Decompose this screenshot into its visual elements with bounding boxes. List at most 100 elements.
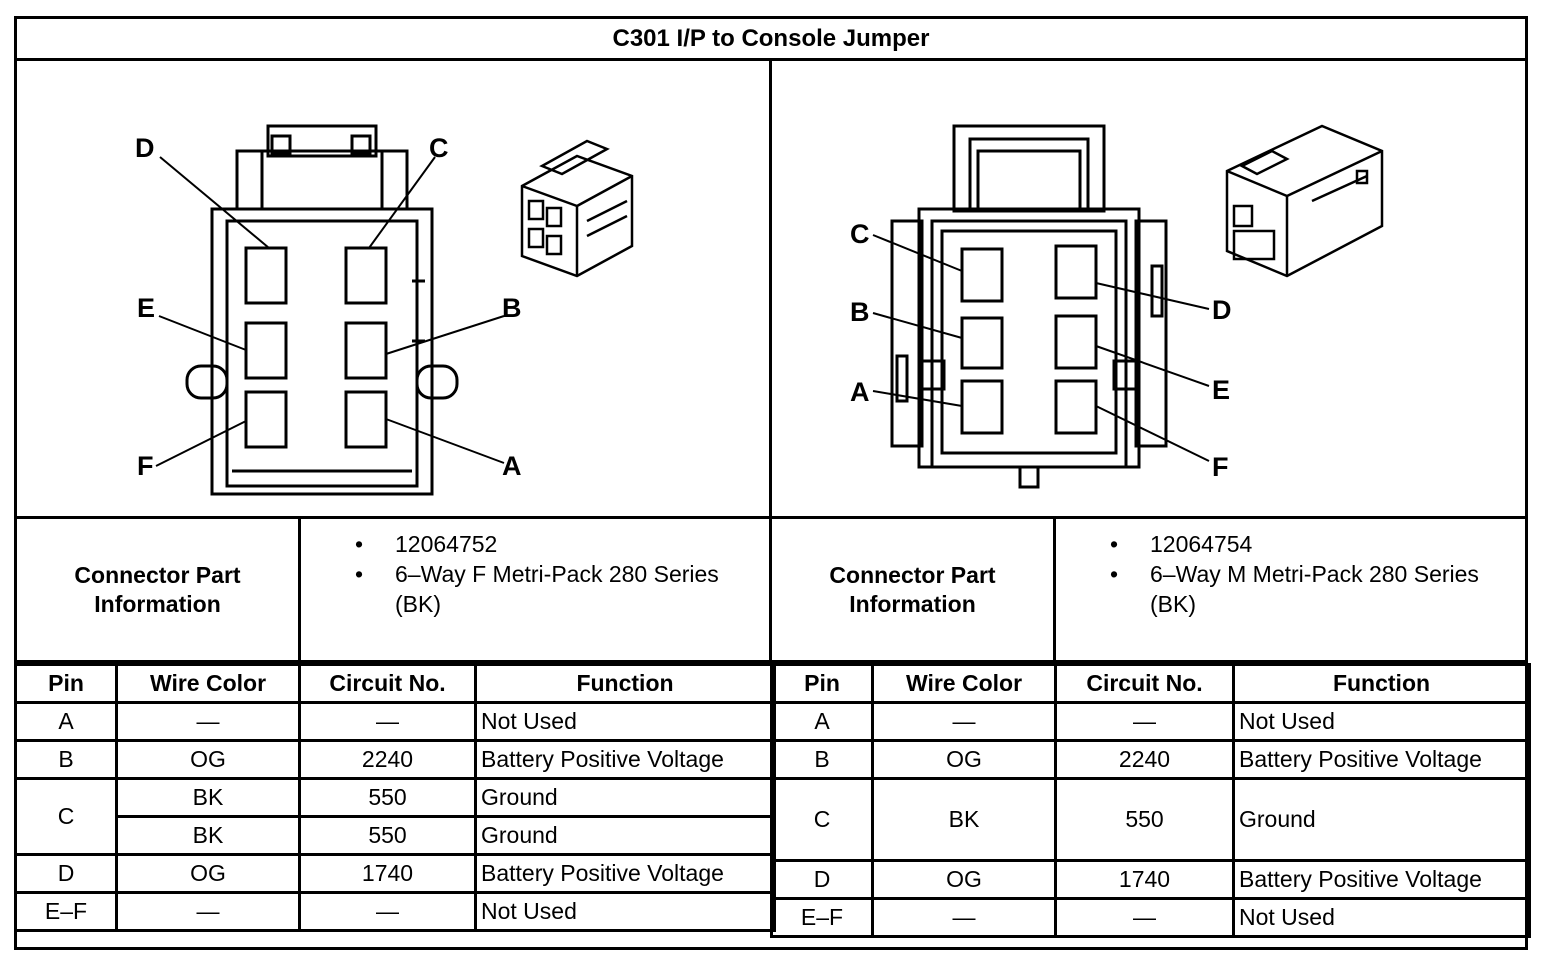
right-pin-label-b: B (850, 297, 870, 327)
right-connector-diagram: C B A D E F (850, 124, 1384, 489)
table-header-row: Pin Wire Color Circuit No. Function (14, 663, 776, 704)
function-cell: Battery Positive Voltage (1232, 739, 1531, 780)
pin-cell: E–F (770, 897, 874, 938)
table-row: D OG 1740 Battery Positive Voltage (14, 853, 776, 894)
table-row: B OG 2240 Battery Positive Voltage (14, 739, 776, 780)
table-row: A — — Not Used (14, 701, 776, 742)
list-item: • 12064754 (1056, 529, 1525, 559)
circuit-cell: 550 (298, 777, 477, 818)
list-item: • 12064752 (301, 529, 769, 559)
circuit-cell: 2240 (298, 739, 477, 780)
right-pin-label-a: A (850, 377, 870, 407)
right-pin-label-e: E (1212, 375, 1230, 405)
bullet: • (1110, 561, 1119, 587)
left-pin-label-b: B (502, 293, 522, 323)
col-header-pin: Pin (14, 663, 118, 704)
circuit-cell: — (1054, 701, 1235, 742)
wire-color-cell: OG (115, 853, 301, 894)
wire-color-cell: — (115, 701, 301, 742)
col-header-wire-color: Wire Color (115, 663, 301, 704)
circuit-cell: — (298, 891, 477, 932)
circuit-cell: 550 (1054, 777, 1235, 862)
bullet: • (355, 531, 364, 557)
bullet: • (355, 561, 364, 587)
right-pin-table: Pin Wire Color Circuit No. Function A — … (770, 663, 1531, 938)
wire-color-cell: OG (115, 739, 301, 780)
table-row: E–F — — Not Used (770, 897, 1531, 938)
list-item: • 6–Way M Metri-Pack 280 Series (BK) (1056, 559, 1525, 619)
right-connector-iso-view (1225, 124, 1384, 278)
table-row: D OG 1740 Battery Positive Voltage (770, 859, 1531, 900)
pin-cell: E–F (14, 891, 118, 932)
function-cell: Not Used (1232, 701, 1531, 742)
right-pin-label-d: D (1212, 295, 1232, 325)
table-header-row: Pin Wire Color Circuit No. Function (770, 663, 1531, 704)
function-cell: Not Used (474, 891, 776, 932)
left-pin-label-d: D (135, 133, 155, 163)
function-cell: Ground (474, 815, 776, 856)
table-row: B OG 2240 Battery Positive Voltage (770, 739, 1531, 780)
col-header-pin: Pin (770, 663, 874, 704)
col-header-function: Function (474, 663, 776, 704)
function-cell: Ground (474, 777, 776, 818)
left-connector-cavities (244, 246, 388, 449)
right-connector-cavities (960, 244, 1098, 435)
col-header-circuit: Circuit No. (1054, 663, 1235, 704)
right-connector-body (890, 124, 1168, 489)
table-row: BK 550 Ground (16, 815, 776, 856)
list-item: • 6–Way F Metri-Pack 280 Series (BK) (301, 559, 769, 619)
function-cell: Not Used (1232, 897, 1531, 938)
right-leader-lines (872, 234, 1210, 462)
left-connector-diagram: D C E B F A (135, 124, 634, 496)
function-cell: Ground (1232, 777, 1531, 862)
wire-color-cell: — (115, 891, 301, 932)
left-info-list: • 12064752 • 6–Way F Metri-Pack 280 Seri… (301, 519, 772, 660)
function-cell: Battery Positive Voltage (474, 853, 776, 894)
circuit-cell: 550 (298, 815, 477, 856)
circuit-cell: — (298, 701, 477, 742)
pin-cell: C (14, 777, 118, 856)
left-connector-body (185, 124, 459, 496)
circuit-cell: 1740 (298, 853, 477, 894)
pin-cell: D (770, 859, 874, 900)
table-row: C BK 550 Ground (770, 777, 1531, 862)
wire-color-cell: OG (871, 859, 1057, 900)
pin-cell: B (14, 739, 118, 780)
wire-color-cell: OG (871, 739, 1057, 780)
circuit-cell: 2240 (1054, 739, 1235, 780)
left-pin-label-f: F (137, 451, 154, 481)
page-title: C301 I/P to Console Jumper (17, 19, 1525, 61)
function-cell: Not Used (474, 701, 776, 742)
pin-cell: B (770, 739, 874, 780)
col-header-function: Function (1232, 663, 1531, 704)
right-info-list: • 12064754 • 6–Way M Metri-Pack 280 Seri… (1056, 519, 1525, 660)
wire-color-cell: BK (871, 777, 1057, 862)
pin-cell: A (14, 701, 118, 742)
col-header-circuit: Circuit No. (298, 663, 477, 704)
wire-color-cell: — (871, 897, 1057, 938)
function-cell: Battery Positive Voltage (1232, 859, 1531, 900)
right-pin-label-f: F (1212, 452, 1229, 482)
right-part-description: 6–Way M Metri-Pack 280 Series (BK) (1150, 561, 1479, 617)
circuit-cell: 1740 (1054, 859, 1235, 900)
right-info-label: Connector Part Information (772, 519, 1056, 660)
left-info-label: Connector Part Information (17, 519, 301, 660)
left-part-description: 6–Way F Metri-Pack 280 Series (BK) (395, 561, 719, 617)
pin-cell: A (770, 701, 874, 742)
wire-color-cell: BK (115, 815, 301, 856)
table-row: E–F — — Not Used (14, 891, 776, 932)
circuit-cell: — (1054, 897, 1235, 938)
left-pin-label-e: E (137, 293, 155, 323)
table-row: A — — Not Used (770, 701, 1531, 742)
function-cell: Battery Positive Voltage (474, 739, 776, 780)
wire-color-cell: — (871, 701, 1057, 742)
left-connector-iso-view (520, 139, 634, 278)
right-pin-label-c: C (850, 219, 870, 249)
connector-info-row: Connector Part Information • 12064752 • … (17, 516, 1525, 663)
left-part-number: 12064752 (395, 531, 498, 557)
wire-color-cell: BK (115, 777, 301, 818)
pin-cell: D (14, 853, 118, 894)
col-header-wire-color: Wire Color (871, 663, 1057, 704)
pin-cell: C (770, 777, 874, 862)
left-pin-label-a: A (502, 451, 522, 481)
